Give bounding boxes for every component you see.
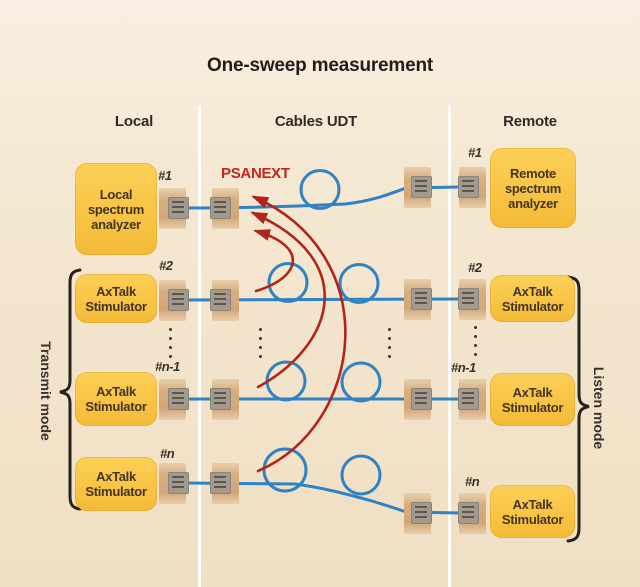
column-divider-right xyxy=(448,106,451,587)
cable-row-n xyxy=(183,481,462,515)
port-label-local-n: #n xyxy=(160,446,175,461)
rj45-plug-icon xyxy=(168,388,189,410)
port-label-local-n1: #n-1 xyxy=(155,359,180,374)
rj45-plug-icon xyxy=(168,289,189,311)
rj45-plug-icon xyxy=(210,388,231,410)
cable-loop xyxy=(338,263,380,304)
rj45-plug-icon xyxy=(411,502,432,524)
psanext-label: PSANEXT xyxy=(221,165,290,182)
psanext-arrow-from-row-n xyxy=(251,195,347,473)
axtalk-stimulator-box: AxTalk Stimulator xyxy=(490,373,575,426)
rj45-plug-icon xyxy=(458,502,479,524)
cable-loop xyxy=(340,361,382,403)
rj45-plug-icon xyxy=(168,197,189,219)
rj45-plug-icon xyxy=(411,176,432,198)
rj45-plug-icon xyxy=(458,176,479,198)
column-header-local: Local xyxy=(114,113,154,130)
rj45-plug-icon xyxy=(210,289,231,311)
cable-loop xyxy=(267,262,309,303)
rj45-plug-icon xyxy=(458,288,479,310)
column-header-remote: Remote xyxy=(503,113,557,130)
ellipsis-dots xyxy=(388,328,391,358)
ellipsis-dots xyxy=(474,326,477,356)
axtalk-stimulator-box: AxTalk Stimulator xyxy=(75,274,157,323)
cable-loop xyxy=(340,454,382,496)
cable-loop xyxy=(299,169,341,210)
psanext-arrow-from-row-2 xyxy=(253,229,295,293)
axtalk-stimulator-box: AxTalk Stimulator xyxy=(490,275,575,322)
column-divider-left xyxy=(198,106,201,587)
listen-mode-brace xyxy=(566,275,590,543)
port-label-local-2: #2 xyxy=(159,258,173,273)
port-label-remote-2: #2 xyxy=(468,260,482,275)
cable-loop xyxy=(262,447,308,493)
transmit-mode-label: Transmit mode xyxy=(38,341,54,441)
axtalk-stimulator-box: AxTalk Stimulator xyxy=(75,457,157,511)
psanext-arrows xyxy=(250,195,347,473)
axtalk-stimulator-box: AxTalk Stimulator xyxy=(490,485,575,538)
rj45-plug-icon xyxy=(411,288,432,310)
remote-spectrum-analyzer-box: Remote spectrum analyzer xyxy=(490,148,576,228)
psanext-arrow-from-row-n1 xyxy=(250,211,326,389)
transmit-mode-brace xyxy=(59,268,82,511)
rj45-plug-icon xyxy=(210,197,231,219)
local-spectrum-analyzer-box: Local spectrum analyzer xyxy=(75,163,157,255)
port-label-remote-n1: #n-1 xyxy=(451,360,476,375)
axtalk-stimulator-box: AxTalk Stimulator xyxy=(75,372,157,426)
port-label-remote-1: #1 xyxy=(468,145,482,160)
diagram-title: One-sweep measurement xyxy=(207,55,433,76)
rj45-plug-icon xyxy=(168,472,189,494)
column-header-cables: Cables UDT xyxy=(274,113,358,130)
listen-mode-label: Listen mode xyxy=(591,366,607,450)
ellipsis-dots xyxy=(169,328,172,358)
port-label-remote-n: #n xyxy=(465,474,480,489)
rj45-plug-icon xyxy=(458,388,479,410)
rj45-plug-icon xyxy=(411,388,432,410)
port-label-local-1: #1 xyxy=(158,168,172,183)
ellipsis-dots xyxy=(259,328,262,358)
rj45-plug-icon xyxy=(210,472,231,494)
